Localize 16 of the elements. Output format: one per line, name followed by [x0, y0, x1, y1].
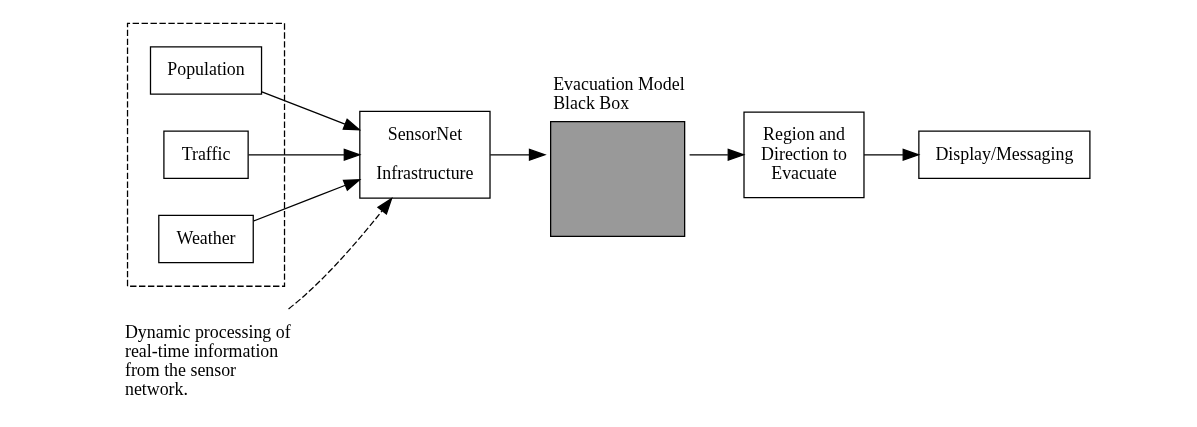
arrow	[863, 148, 921, 162]
node-box: Region and Direction to Evacuate	[743, 111, 865, 199]
node-box: SensorNet Infrastructure	[359, 110, 491, 199]
arrow	[247, 148, 362, 162]
cluster	[126, 22, 286, 287]
arrow	[489, 148, 547, 162]
arrow	[253, 179, 362, 222]
arrow	[287, 197, 393, 310]
node-box: Population	[149, 46, 263, 95]
arrow	[261, 91, 362, 131]
node-text: Dynamic processing of real-time information from the sensor network.	[124, 321, 291, 399]
node-box: Traffic	[163, 130, 249, 180]
node-box: Display/Messaging	[918, 130, 1091, 180]
node-label: Evacuation Model Black Box	[553, 73, 685, 114]
arrow	[688, 148, 746, 162]
node-box: Weather	[158, 214, 254, 264]
